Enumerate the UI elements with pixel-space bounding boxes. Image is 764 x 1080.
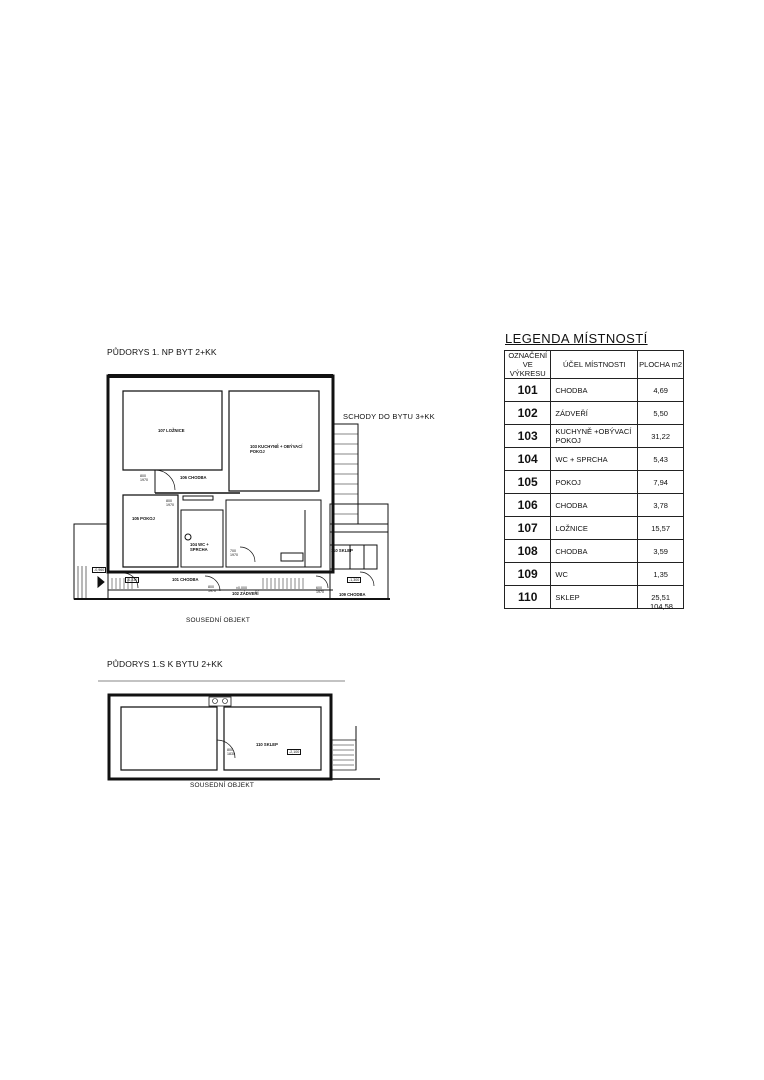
neighbour-label-ground: SOUSEDNÍ OBJEKT	[186, 617, 251, 624]
legend-room-purpose: WC + SPRCHA	[550, 447, 639, 471]
legend-room-area: 25,51	[637, 585, 684, 609]
basement-room-label: 110 SKLEP	[256, 742, 278, 747]
legend-room-area: 3,59	[637, 539, 684, 563]
level-entry: -0,230	[125, 577, 140, 583]
room-104-label: 104 WC + SPRCHA	[190, 542, 209, 552]
room-110-label: 110 SKLEP	[331, 548, 353, 553]
room-107-label: 107 LOŽNICE	[158, 428, 185, 433]
room-102-label: 102 ZÁDVEŘÍ	[232, 591, 259, 596]
legend-room-id: 109	[503, 562, 552, 586]
legend-room-purpose: WC	[550, 562, 639, 586]
legend-room-id: 104	[503, 447, 552, 471]
legend-room-id: 105	[503, 470, 552, 494]
door-d1: 800 1970	[140, 474, 148, 482]
legend-room-purpose: POKOJ	[550, 470, 639, 494]
legend-room-area: 5,50	[637, 401, 684, 425]
legend-room-id: 110	[503, 585, 552, 609]
legend-room-area: 4,69	[637, 378, 684, 402]
room-103-label: 103 KUCHYNĚ + OBÝVACÍ POKOJ	[250, 444, 303, 454]
level-left: -0,960	[92, 567, 107, 573]
legend-room-id: 106	[503, 493, 552, 517]
legend-room-id: 107	[503, 516, 552, 540]
legend-table: OZNAČENÍ VE VÝKRESU ÚČEL MÍSTNOSTI PLOCH…	[503, 350, 684, 609]
door-d4: 800 1970	[208, 585, 216, 593]
legend-room-id: 108	[503, 539, 552, 563]
legend-room-purpose: ZÁDVEŘÍ	[550, 401, 639, 425]
legend-room-area: 15,57	[637, 516, 684, 540]
legend-room-area: 7,94	[637, 470, 684, 494]
legend-room-purpose: LOŽNICE	[550, 516, 639, 540]
legend-room-area: 5,43	[637, 447, 684, 471]
legend-header-purpose: ÚČEL MÍSTNOSTI	[550, 350, 639, 379]
legend-room-purpose: CHODBA	[550, 539, 639, 563]
door-d2: 800 1970	[166, 499, 174, 507]
legend-room-id: 102	[503, 401, 552, 425]
legend-room-purpose: SKLEP	[550, 585, 639, 609]
legend-room-area: 3,78	[637, 493, 684, 517]
legend-header-id: OZNAČENÍ VE VÝKRESU	[503, 350, 552, 379]
neighbour-label-basement: SOUSEDNÍ OBJEKT	[190, 782, 255, 789]
legend-total: 104,58	[650, 602, 673, 611]
legend-room-area: 31,22	[637, 424, 684, 448]
legend-room-purpose: KUCHYNĚ +OBÝVACÍ POKOJ	[550, 424, 639, 448]
ground-plan-title: PŮDORYS 1. NP BYT 2+KK	[107, 347, 217, 357]
legend-room-area: 1,35	[637, 562, 684, 586]
level-zero: ±0,000	[236, 586, 247, 590]
level-right: -1,300	[347, 577, 362, 583]
legend-room-id: 103	[503, 424, 552, 448]
basement-level: -2,100	[287, 749, 302, 755]
basement-door: 800 1830	[227, 748, 235, 756]
legend-header-area: PLOCHA m2	[637, 350, 684, 379]
legend-header-row: OZNAČENÍ VE VÝKRESU ÚČEL MÍSTNOSTI PLOCH…	[503, 350, 684, 379]
door-d3: 700 1970	[230, 549, 238, 557]
basement-plan-title: PŮDORYS 1.S K BYTU 2+KK	[107, 659, 223, 669]
legend-room-id: 101	[503, 378, 552, 402]
stairs-note: SCHODY DO BYTU 3+KK	[343, 412, 435, 421]
room-105-label: 105 POKOJ	[132, 516, 155, 521]
legend-room-purpose: CHODBA	[550, 378, 639, 402]
legend-room-purpose: CHODBA	[550, 493, 639, 517]
room-106-label: 106 CHODBA	[180, 475, 207, 480]
room-109-label: 109 CHODBA	[339, 592, 366, 597]
room-101-label: 101 CHODBA	[172, 577, 199, 582]
legend-title: LEGENDA MÍSTNOSTÍ	[505, 331, 648, 346]
door-d5: 600 1970	[316, 586, 324, 594]
